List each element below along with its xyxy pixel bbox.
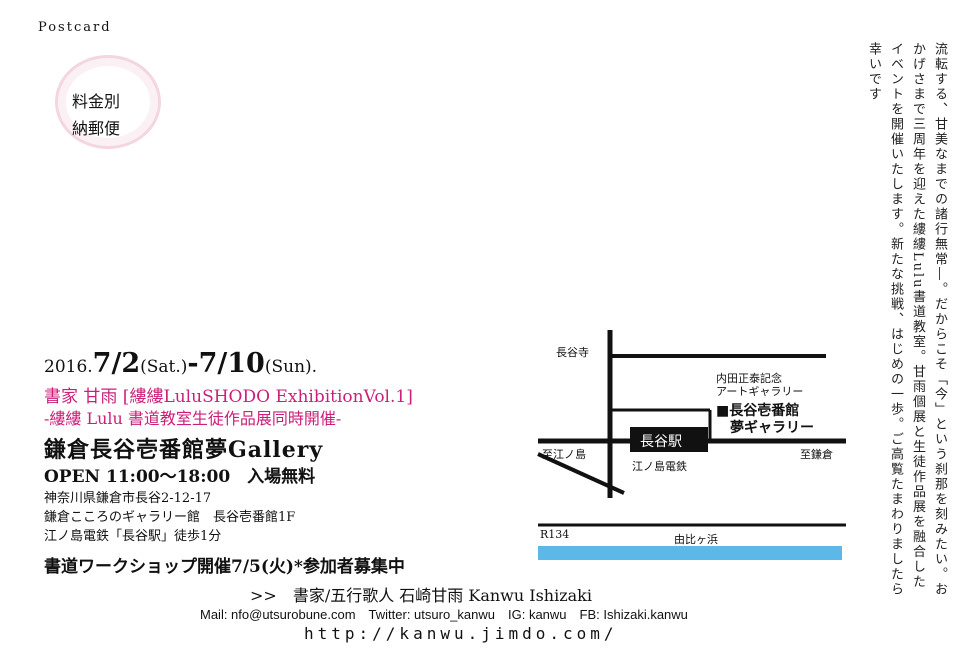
- vertical-message: 流転する、甘美なまでの諸行無常―。だからこそ「今」という刹那を刻みたい。おかげさ…: [866, 42, 947, 597]
- contact-line: Mail: nfo@utsurobune.com Twitter: utsuro…: [200, 607, 688, 622]
- date-separator: -: [187, 348, 199, 379]
- workshop-notice: 書道ワークショップ開催7/5(火)*参加者募集中: [44, 557, 405, 577]
- label-hasedera: 長谷寺: [556, 346, 589, 359]
- gallery-name: 鎌倉長谷壱番館夢Gallery: [44, 437, 324, 463]
- label-memorial-1: 内田正泰記念: [716, 372, 782, 385]
- access-map: 長谷寺 内田正泰記念 アートギャラリー ■長谷壱番館 夢ギャラリー 長谷駅 至江…: [534, 328, 850, 574]
- label-to-enoshima: 至江ノ島: [542, 448, 586, 461]
- postcard-label: Postcard: [38, 20, 112, 35]
- postage-stamp-text: 料金別 納郵便: [72, 88, 120, 142]
- address-line-1: 神奈川県鎌倉市長谷2-12-17: [44, 491, 212, 506]
- website-link[interactable]: http://kanwu.jimdo.com/: [304, 624, 618, 643]
- label-memorial-2: アートギャラリー: [716, 385, 804, 398]
- stamp-circle: [55, 55, 161, 149]
- exhibition-title: 書家 甘雨 [縷縷LuluSHODO ExhibitionVol.1]: [44, 387, 413, 407]
- open-hours: OPEN 11:00～18:00 入場無料: [44, 467, 316, 487]
- label-gallery-1: ■長谷壱番館: [716, 403, 800, 419]
- artist-line: >> 書家/五行歌人 石崎甘雨 Kanwu Ishizaki: [250, 586, 592, 605]
- station-box: [630, 427, 708, 452]
- label-station: 長谷駅: [640, 434, 682, 450]
- start-day: (Sat.): [140, 357, 188, 377]
- year: 2016.: [44, 357, 93, 377]
- map-drawing: [537, 330, 846, 560]
- address-line-2: 鎌倉こころのギャラリー館 長谷壱番館1F: [44, 510, 296, 525]
- event-dates: 2016.7/2(Sat.)-7/10(Sun).: [44, 348, 317, 379]
- label-to-kamakura: 至鎌倉: [800, 448, 833, 461]
- end-date: 7/10: [198, 348, 265, 379]
- stamp-line-2: 納郵便: [72, 119, 121, 138]
- label-gallery-2: 夢ギャラリー: [730, 420, 814, 436]
- address-line-3: 江ノ島電鉄「長谷駅」徒歩1分: [44, 529, 222, 544]
- sea: [538, 546, 842, 560]
- label-r134: R134: [540, 528, 570, 541]
- start-date: 7/2: [92, 348, 141, 379]
- label-enoden: 江ノ島電鉄: [632, 460, 687, 473]
- stamp-line-1: 料金別: [72, 92, 121, 111]
- road-diagonal: [537, 452, 625, 495]
- label-beach: 由比ヶ浜: [674, 533, 718, 546]
- end-day: (Sun).: [264, 357, 318, 377]
- exhibition-subtitle: -縷縷 Lulu 書道教室生徒作品展同時開催-: [44, 409, 342, 428]
